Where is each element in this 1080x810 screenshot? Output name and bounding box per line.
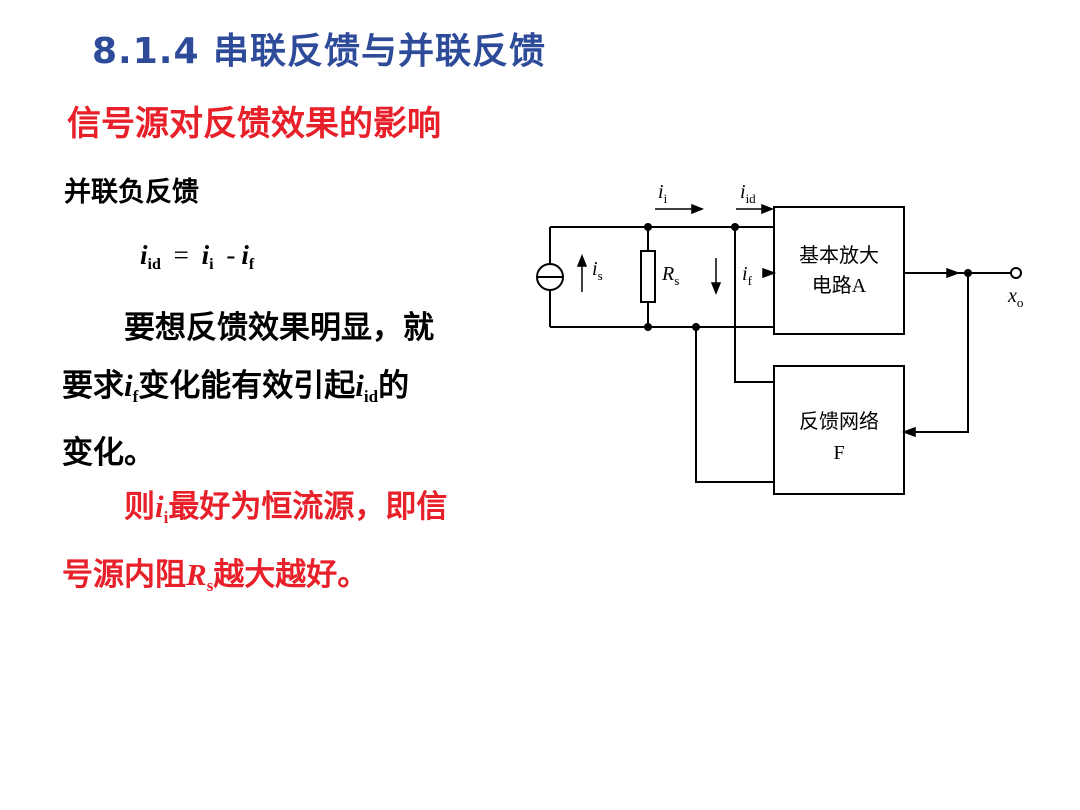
para2-part1: 则 [124, 489, 155, 525]
amplifier-label-line1: 基本放大 [799, 244, 879, 267]
para2-part3: 号源内阻 [62, 557, 186, 593]
amplifier-block [773, 206, 905, 335]
xo-label: xo [1007, 285, 1023, 310]
junction-dot [644, 323, 652, 331]
junction-dot [964, 269, 972, 277]
output-terminal-icon [1010, 267, 1022, 279]
para1-part2: 要求 [62, 368, 124, 404]
eq-term1: ii [201, 240, 214, 273]
if-arrow-head [710, 282, 722, 296]
is-arrow-head [576, 253, 588, 267]
current-equation: iid = ii -if [140, 240, 254, 274]
para1-part3: 变化能有效引起 [138, 368, 356, 404]
feedback-return-wire [904, 273, 969, 433]
junction-dot [692, 323, 700, 331]
conclusion-paragraph: 则ii最好为恒流源，即信 号源内阻Rs越大越好。 [62, 478, 502, 614]
shunt-feedback-circuit-diagram: ii iid is Rs if 基本放大 电路A 反馈网络 F xo [536, 181, 1023, 495]
resistor-rs-icon [640, 250, 656, 303]
junction-dot [731, 223, 739, 231]
ii-arrow-head [691, 203, 705, 215]
iid-arrow-head [761, 203, 775, 215]
rs-label: Rs [661, 263, 679, 288]
eq-equals: = [173, 240, 189, 270]
para2-part2: 最好为恒流源，即信 [168, 489, 448, 525]
shunt-negative-feedback-label: 并联负反馈 [64, 177, 199, 208]
input-arrow-head [762, 267, 777, 279]
bottom-feedback-wire [695, 327, 774, 483]
feedback-label-line2: F [833, 442, 844, 464]
section-subtitle: 信号源对反馈效果的影响 [67, 104, 441, 144]
feedback-arrow-head [901, 426, 916, 438]
para1-part4: 的 [378, 368, 410, 404]
iid-label: iid [740, 181, 756, 206]
ii-label: ii [658, 181, 668, 206]
explanation-paragraph: 要想反馈效果明显，就 要求if变化能有效引起iid的 变化。 [62, 300, 502, 482]
para1-line3: 变化。 [62, 435, 155, 471]
is-label: is [592, 258, 603, 283]
page-title: 8.1.4 串联反馈与并联反馈 [92, 31, 547, 72]
para2-part4: 越大越好。 [213, 557, 369, 593]
amplifier-label-line2: 电路A [812, 274, 867, 297]
junction-dot [644, 223, 652, 231]
feedback-network-block [773, 365, 905, 495]
feedback-label-line1: 反馈网络 [799, 410, 879, 433]
para1-line1: 要想反馈效果明显，就 [124, 310, 434, 346]
output-arrow-head [946, 267, 961, 279]
if-label: if [742, 263, 753, 288]
para1-var-iid: iid [355, 368, 379, 406]
para2-var-ii: ii [155, 489, 169, 527]
if-feedback-wire [734, 227, 774, 383]
eq-minus: - [226, 240, 236, 270]
para1-var-if: if [124, 368, 139, 406]
para2-var-rs: Rs [186, 557, 214, 595]
eq-lhs: iid [140, 240, 161, 273]
eq-term2: if [241, 240, 255, 273]
